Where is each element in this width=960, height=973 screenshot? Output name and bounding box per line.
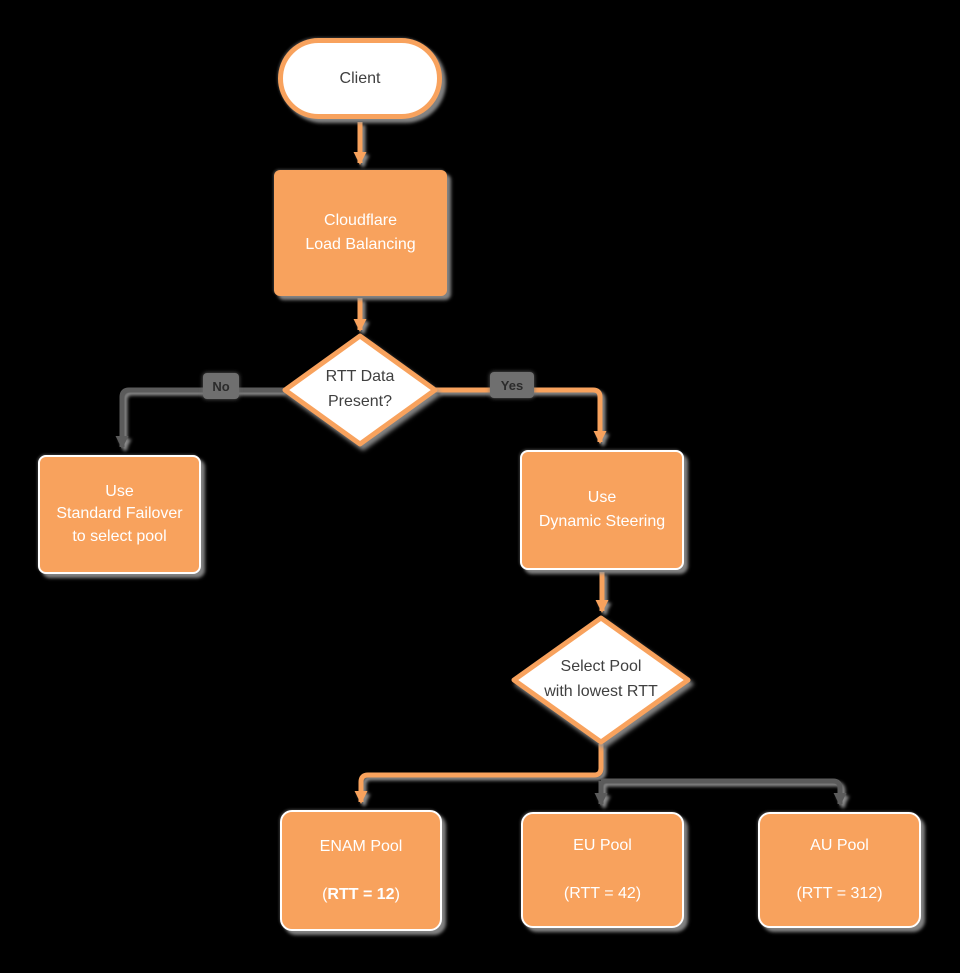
node-select-pool-label: Select Pool with lowest RTT [544, 658, 658, 700]
enam-rtt-paren-open: ( [322, 885, 328, 903]
node-rtt-decision: RTT Data Present? [284, 337, 436, 443]
edge-label-no-text: No [212, 378, 230, 394]
enam-rtt-paren-close: ) [394, 885, 400, 903]
edge-label-yes: Yes [490, 372, 534, 398]
node-standard-failover: Use Standard Failover to select pool [38, 455, 201, 574]
node-client: Client [278, 38, 442, 119]
node-select-pool: Select Pool with lowest RTT [513, 618, 689, 742]
node-dynamic-steering-label: Use Dynamic Steering [538, 489, 666, 530]
node-enam-pool-label: ENAM Pool (RTT = 12) [320, 811, 403, 931]
node-rtt-decision-label: RTT Data Present? [325, 368, 395, 410]
node-dynamic-steering: Use Dynamic Steering [520, 450, 684, 570]
eu-pool-line2: (RTT = 42) [563, 885, 642, 902]
node-enam-pool: ENAM Pool (RTT = 12) [280, 810, 442, 931]
node-load-balancer-label: Cloudflare Load Balancing [305, 212, 416, 253]
node-client-label: Client [339, 69, 381, 87]
edge-select-pool-to-au-pool [601, 778, 847, 806]
node-rtt-decision-shape [282, 333, 438, 447]
node-au-pool-label: AU Pool (RTT = 312) [796, 810, 882, 930]
au-pool-line2: (RTT = 312) [796, 885, 883, 902]
node-standard-failover-label: Use Standard Failover to select pool [56, 482, 183, 545]
node-select-pool-shape [511, 615, 691, 745]
edge-yes-to-dynamic-steering [436, 387, 607, 444]
eu-pool-line1: EU Pool [573, 837, 632, 854]
enam-pool-line2: (RTT = 12) [320, 883, 403, 907]
node-eu-pool-label: EU Pool (RTT = 42) [564, 810, 641, 930]
node-eu-pool: EU Pool (RTT = 42) [521, 812, 684, 928]
edge-label-yes-text: Yes [500, 377, 524, 393]
edge-no-to-standard-failover [115, 387, 284, 449]
au-pool-line1: AU Pool [810, 837, 869, 854]
node-load-balancer: Cloudflare Load Balancing [274, 170, 447, 296]
node-au-pool: AU Pool (RTT = 312) [758, 812, 921, 928]
enam-pool-line1: ENAM Pool [319, 837, 403, 855]
enam-rtt-value: RTT = 12 [327, 885, 395, 903]
edge-label-no: No [203, 373, 239, 399]
edge-select-pool-to-enam-pool [354, 744, 604, 804]
